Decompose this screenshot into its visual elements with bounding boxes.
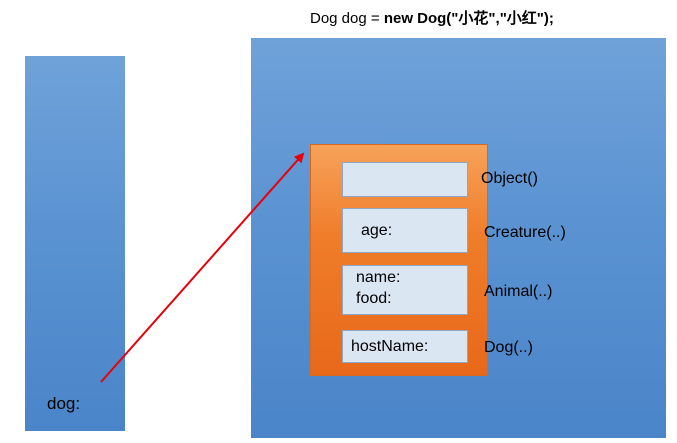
dog-constructor-label: Dog(..) (484, 339, 533, 356)
code-caption: Dog dog = new Dog("小花","小红"); (310, 7, 554, 28)
creature-constructor-label: Creature(..) (484, 224, 566, 241)
creature-field-text: age: (361, 222, 393, 239)
animal-field-food-text: food: (356, 290, 392, 307)
dog-field-box: hostName: (342, 330, 468, 363)
dog-field-text: hostName: (351, 338, 429, 355)
animal-field-name-text: name: (356, 269, 401, 286)
stack-memory-region (25, 56, 125, 431)
code-caption-prefix: Dog dog = (310, 10, 384, 27)
object-constructor-label: Object() (481, 170, 538, 187)
creature-field-box: age: (342, 208, 468, 253)
code-caption-bold: new Dog("小花","小红"); (383, 10, 554, 27)
stack-variable-label: dog: (47, 394, 81, 413)
reference-arrow-line (100, 152, 305, 383)
animal-field-box: name: food: (342, 265, 468, 315)
object-field-box (342, 162, 468, 197)
animal-constructor-label: Animal(..) (484, 283, 553, 300)
